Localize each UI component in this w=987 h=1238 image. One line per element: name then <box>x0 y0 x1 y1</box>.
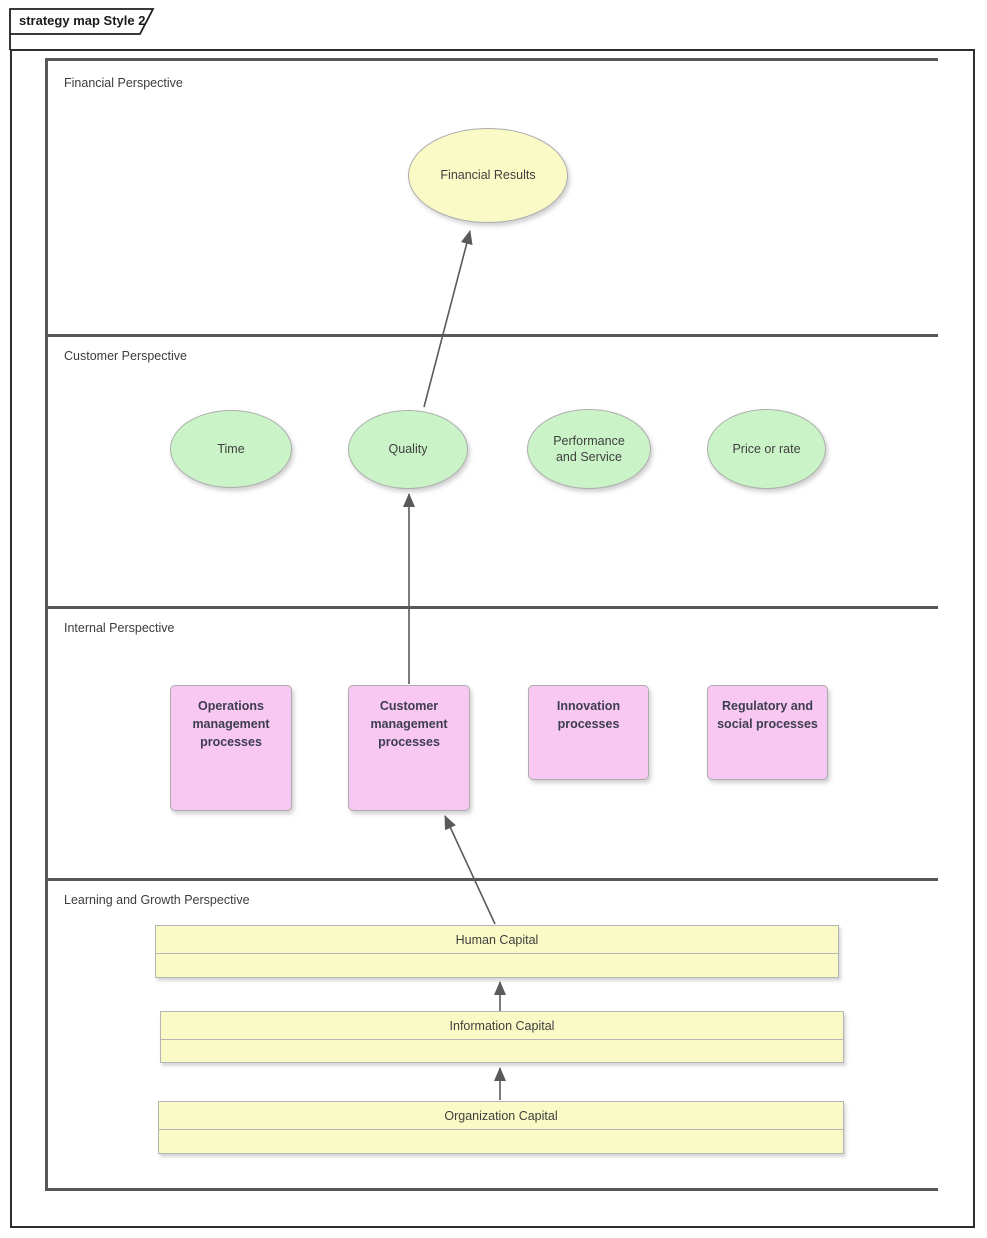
node-information-capital[interactable]: Information Capital <box>160 1011 844 1063</box>
node-operations-management-processes[interactable]: Operations management processes <box>170 685 292 811</box>
node-regulatory-and-social-processes[interactable]: Regulatory and social processes <box>707 685 828 780</box>
organization-capital-compartment <box>159 1130 843 1153</box>
information-capital-compartment <box>161 1040 843 1062</box>
lane-divider-internal <box>45 878 938 881</box>
diagram-frame <box>10 49 975 1228</box>
lane-left-edge <box>45 58 48 1191</box>
node-innovation-processes[interactable]: Innovation processes <box>528 685 649 780</box>
human-capital-label: Human Capital <box>156 926 838 954</box>
lane-label-internal: Internal Perspective <box>64 621 175 635</box>
lane-label-learning: Learning and Growth Perspective <box>64 893 250 907</box>
lane-label-customer: Customer Perspective <box>64 349 187 363</box>
node-performance-and-service[interactable]: Performance and Service <box>527 409 651 489</box>
node-organization-capital[interactable]: Organization Capital <box>158 1101 844 1154</box>
node-quality[interactable]: Quality <box>348 410 468 489</box>
lane-divider-customer <box>45 606 938 609</box>
human-capital-compartment <box>156 954 838 977</box>
lane-label-financial: Financial Perspective <box>64 76 183 90</box>
lane-divider-financial <box>45 334 938 337</box>
organization-capital-label: Organization Capital <box>159 1102 843 1130</box>
node-time[interactable]: Time <box>170 410 292 488</box>
lane-divider-top <box>45 58 938 61</box>
node-financial-results[interactable]: Financial Results <box>408 128 568 223</box>
node-customer-management-processes[interactable]: Customer management processes <box>348 685 470 811</box>
information-capital-label: Information Capital <box>161 1012 843 1040</box>
diagram-title: strategy map Style 2 <box>19 13 146 28</box>
node-price-or-rate[interactable]: Price or rate <box>707 409 826 489</box>
lane-divider-bottom <box>45 1188 938 1191</box>
node-human-capital[interactable]: Human Capital <box>155 925 839 978</box>
